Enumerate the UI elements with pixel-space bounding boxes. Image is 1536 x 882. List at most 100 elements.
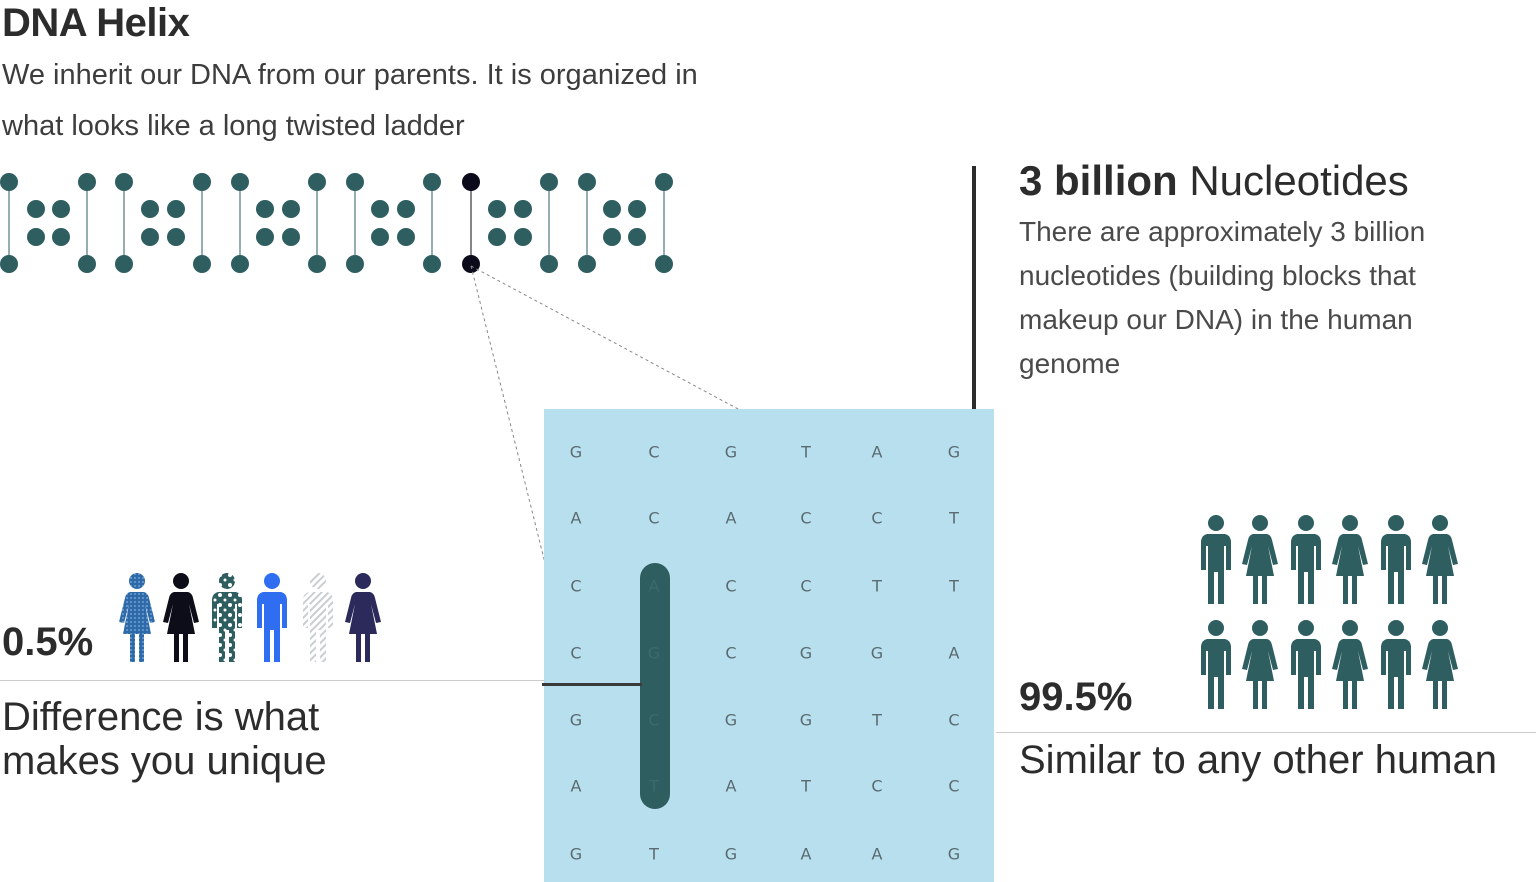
helix-node — [115, 255, 133, 273]
sequence-letter: T — [949, 576, 959, 596]
sequence-letter: A — [725, 508, 737, 528]
page-title: DNA Helix — [2, 1, 190, 45]
sequence-letter: C — [871, 776, 883, 796]
person-male-icon — [1376, 514, 1416, 611]
base-pair-node — [167, 228, 185, 246]
sequence-letter: G — [799, 643, 813, 663]
helix-node — [193, 255, 211, 273]
sequence-letter: C — [948, 710, 960, 730]
person-female-icon — [1240, 619, 1280, 716]
base-pair-node — [27, 200, 45, 218]
helix-node — [346, 173, 364, 191]
base-pair-node — [603, 200, 621, 218]
divider-vertical — [972, 166, 976, 526]
zoom-guide-line — [470, 265, 741, 411]
helix-node — [423, 173, 441, 191]
sequence-letter: A — [570, 776, 582, 796]
base-pair-node — [167, 200, 185, 218]
sequence-letter: A — [871, 844, 883, 864]
base-pair-node — [514, 228, 532, 246]
helix-node — [308, 173, 326, 191]
person-female-icon — [161, 572, 201, 669]
sequence-letter: G — [724, 710, 738, 730]
zoom-guide-line — [470, 265, 546, 564]
base-pair-node — [603, 228, 621, 246]
person-male-patterned-icon — [207, 572, 247, 669]
nucleotides-count: 3 billion — [1019, 157, 1178, 204]
helix-node — [346, 255, 364, 273]
sequence-letter: C — [725, 643, 737, 663]
base-pair-node — [628, 200, 646, 218]
helix-ladder — [0, 173, 673, 273]
sequence-letter: G — [947, 844, 961, 864]
base-pair-node — [488, 200, 506, 218]
person-male-striped-icon — [298, 572, 338, 669]
base-pair-node — [371, 228, 389, 246]
sequence-letter: T — [872, 576, 882, 596]
sequence-letter: G — [569, 710, 583, 730]
helix-node — [0, 255, 18, 273]
person-female-icon — [343, 572, 383, 669]
helix-node — [578, 255, 596, 273]
helix-node-selected — [462, 173, 480, 191]
base-pair-node — [397, 200, 415, 218]
helix-node — [231, 173, 249, 191]
base-pair-node — [256, 200, 274, 218]
helix-node — [540, 255, 558, 273]
sequence-letter: C — [570, 643, 582, 663]
sequence-letter: C — [800, 576, 812, 596]
sequence-letter: A — [800, 844, 812, 864]
person-male-icon — [1196, 514, 1236, 611]
person-female-dotted-icon — [117, 572, 157, 669]
sequence-letter: C — [648, 508, 660, 528]
base-pair-node — [488, 228, 506, 246]
helix-node — [78, 173, 96, 191]
person-female-icon — [1330, 514, 1370, 611]
person-male-icon — [1376, 619, 1416, 716]
person-male-icon — [1196, 619, 1236, 716]
sequence-letter: T — [649, 844, 659, 864]
sequence-letter: C — [648, 710, 660, 730]
sequence-letter: G — [569, 442, 583, 462]
sequence-grid — [544, 409, 994, 882]
sequence-letter: A — [871, 442, 883, 462]
sequence-letter: C — [948, 776, 960, 796]
divider-left — [0, 680, 545, 681]
helix-node — [655, 173, 673, 191]
helix-node — [423, 255, 441, 273]
base-pair-node — [397, 228, 415, 246]
sequence-letter: G — [647, 643, 661, 663]
base-pair-node — [256, 228, 274, 246]
person-female-icon — [1420, 514, 1460, 611]
base-pair-node — [371, 200, 389, 218]
helix-node — [115, 173, 133, 191]
sequence-letter: T — [949, 508, 959, 528]
sequence-letter: G — [724, 844, 738, 864]
helix-node — [193, 173, 211, 191]
base-pair-node — [141, 200, 159, 218]
person-female-icon — [1240, 514, 1280, 611]
base-pair-node — [52, 200, 70, 218]
sequence-letter: C — [648, 442, 660, 462]
sequence-letter: A — [648, 576, 660, 596]
sequence-letter: C — [800, 508, 812, 528]
sequence-letter: T — [801, 442, 811, 462]
helix-node — [578, 173, 596, 191]
person-male-icon — [1286, 619, 1326, 716]
base-pair-node — [282, 228, 300, 246]
sequence-letter: G — [569, 844, 583, 864]
nucleotides-label: Nucleotides — [1177, 157, 1409, 204]
base-pair-node — [628, 228, 646, 246]
sequence-letter: T — [649, 776, 659, 796]
base-pair-node — [27, 228, 45, 246]
nucleotides-description: There are approximately 3 billion nucleo… — [1019, 216, 1426, 379]
person-female-icon — [1420, 619, 1460, 716]
sequence-letter: G — [947, 442, 961, 462]
sequence-letter: C — [725, 576, 737, 596]
sequence-letter: C — [570, 576, 582, 596]
helix-node-selected — [462, 255, 480, 273]
divider-right — [996, 732, 1536, 733]
helix-node — [540, 173, 558, 191]
helix-node — [78, 255, 96, 273]
sequence-letter: G — [724, 442, 738, 462]
